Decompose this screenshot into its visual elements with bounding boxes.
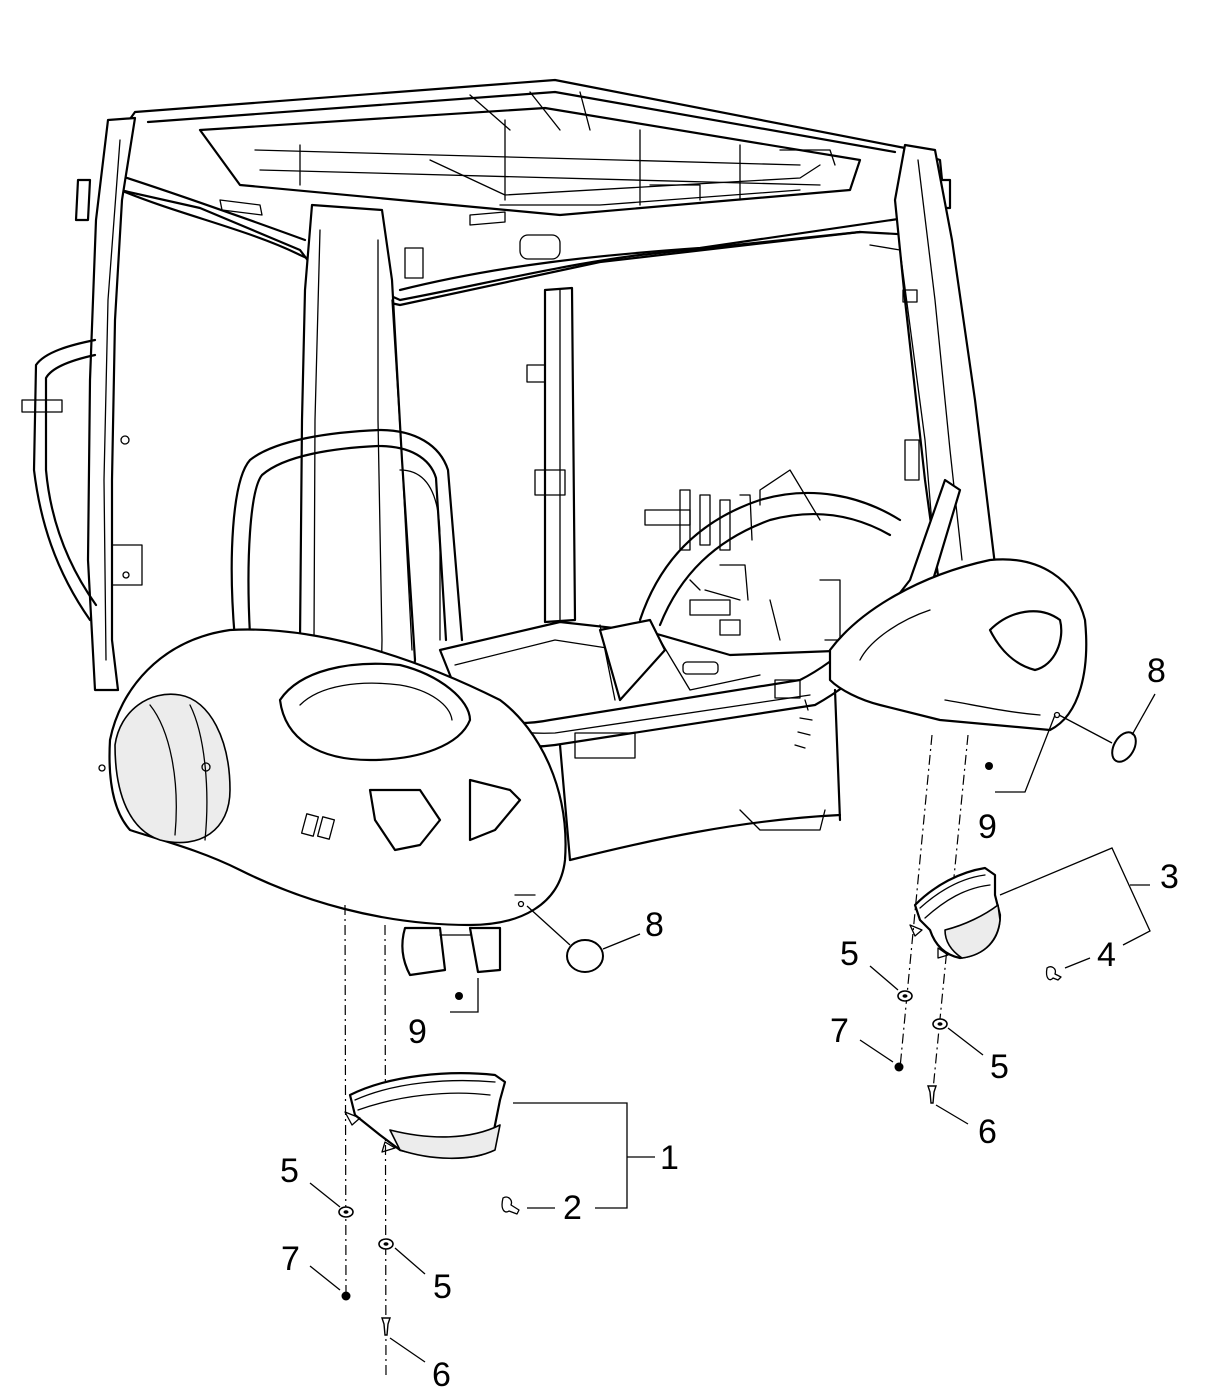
rivet-9-right bbox=[985, 762, 993, 770]
roof-frame bbox=[106, 78, 952, 307]
nut-7-left bbox=[341, 1291, 351, 1301]
front-right-pillar bbox=[869, 143, 1002, 622]
callout-2: 2 bbox=[563, 1189, 582, 1227]
left-lamp-bulb bbox=[501, 1196, 520, 1215]
callout-3: 3 bbox=[1160, 858, 1179, 896]
right-lamp-assembly bbox=[909, 866, 1002, 960]
screw-6-left bbox=[381, 1317, 391, 1336]
control-brackets bbox=[644, 489, 753, 616]
front-left-pillar bbox=[298, 203, 417, 741]
washer-5-right-inner bbox=[932, 1018, 948, 1030]
callout-5-left-upper: 5 bbox=[280, 1152, 299, 1190]
right-fender bbox=[828, 558, 1088, 732]
callout-6-right: 6 bbox=[978, 1113, 997, 1151]
callout-5-right-lower: 5 bbox=[990, 1048, 1009, 1086]
plug-8-right bbox=[1111, 731, 1137, 763]
leader-lines bbox=[309, 693, 1156, 1363]
washer-5-left-outer bbox=[338, 1206, 354, 1218]
callout-8-left: 8 bbox=[645, 906, 664, 944]
callout-6-left: 6 bbox=[432, 1356, 451, 1394]
center-rear-post bbox=[526, 286, 577, 624]
callout-9-right: 9 bbox=[978, 808, 997, 846]
screw-6-right bbox=[927, 1085, 937, 1104]
plug-8-left bbox=[566, 939, 604, 973]
left-lamp-assembly bbox=[344, 1072, 507, 1160]
left-lower-bracket bbox=[401, 926, 502, 977]
callout-8-right: 8 bbox=[1147, 652, 1166, 690]
nut-7-right bbox=[894, 1062, 904, 1072]
right-wheel-arch bbox=[638, 469, 902, 641]
left-door-opening bbox=[230, 428, 464, 642]
callout-labels: 1 2 3 4 5 5 5 5 6 6 7 7 8 8 9 9 bbox=[280, 652, 1179, 1394]
washer-5-left-inner bbox=[378, 1238, 394, 1250]
frame-bolt-holes bbox=[98, 435, 1061, 908]
callout-5-right-upper: 5 bbox=[840, 935, 859, 973]
callout-7-left: 7 bbox=[281, 1240, 300, 1278]
left-fender bbox=[108, 628, 567, 927]
right-lamp-bulb bbox=[1045, 966, 1062, 981]
callout-4: 4 bbox=[1097, 936, 1116, 974]
callout-5-left-lower: 5 bbox=[433, 1268, 452, 1306]
rear-left-pillar bbox=[21, 116, 143, 692]
callout-1: 1 bbox=[660, 1139, 679, 1177]
callout-7-right: 7 bbox=[830, 1012, 849, 1050]
callout-9-left: 9 bbox=[408, 1013, 427, 1051]
rivet-9-left bbox=[455, 992, 463, 1000]
cab-frame bbox=[21, 78, 1088, 977]
washer-5-right-outer bbox=[897, 990, 913, 1002]
